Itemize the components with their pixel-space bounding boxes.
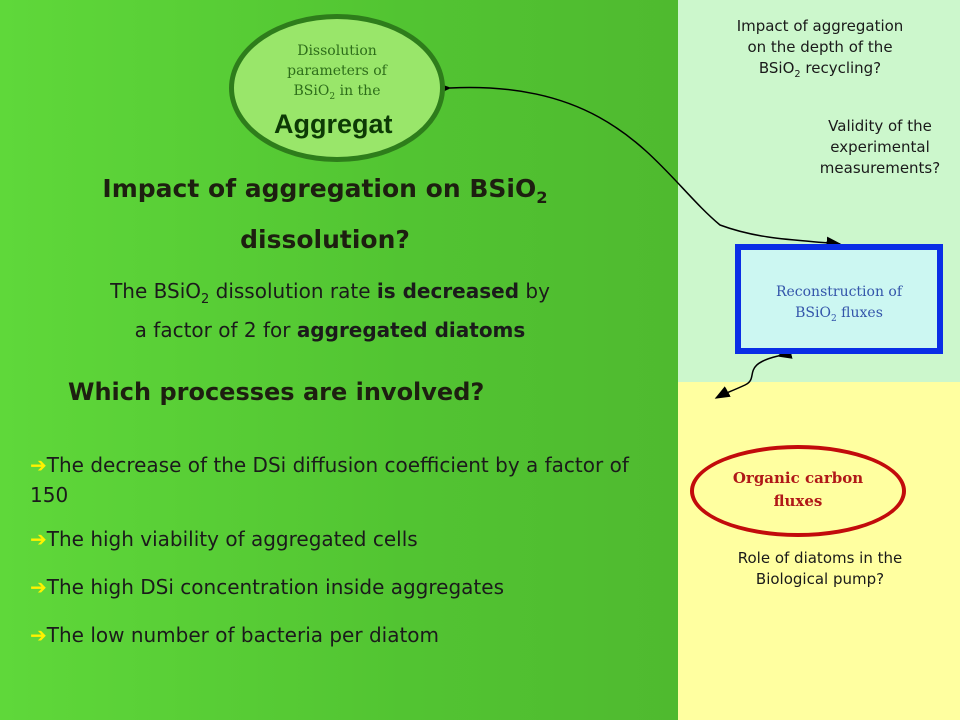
arrow-right-icon: ➔	[30, 575, 47, 599]
ellipse-big-text: Aggregat	[274, 109, 393, 139]
question-validity: Validity of the experimental measurement…	[819, 117, 941, 177]
question-biological-pump: Role of diatoms in the Biological pump?	[737, 549, 903, 588]
question-recycling-depth: Impact of aggregation on the depth of th…	[736, 17, 904, 80]
main-title: Impact of aggregation on BSiO2 dissoluti…	[102, 174, 548, 254]
arrow-bottom-curve	[714, 347, 793, 399]
arrow-right-icon: ➔	[30, 527, 47, 551]
ellipse-big-text-2: e	[274, 141, 290, 162]
right-bottom-panel	[678, 382, 960, 720]
reconstruction-box: Reconstruction of BSiO2 fluxes	[735, 244, 943, 354]
organic-carbon-ellipse: Organic carbon fluxes	[690, 445, 906, 537]
aggregate-ellipse: Dissolution parameters of BSiO2 in the A…	[229, 14, 445, 162]
rate-statement: The BSiO2 dissolution rate is decreased …	[110, 279, 550, 342]
arrow-right-icon: ➔	[30, 623, 47, 647]
list-item: ➔The high DSi concentration inside aggre…	[30, 575, 504, 599]
list-item: ➔The decrease of the DSi diffusion coeff…	[30, 453, 629, 507]
arrow-top-curve	[436, 82, 842, 249]
processes-question: Which processes are involved?	[68, 378, 485, 406]
ellipse-caption: Dissolution parameters of BSiO2 in the	[287, 43, 387, 102]
arrow-right-icon: ➔	[30, 453, 47, 477]
process-list: ➔The decrease of the DSi diffusion coeff…	[30, 450, 670, 650]
list-item: ➔The low number of bacteria per diatom	[30, 623, 440, 647]
list-item: ➔The high viability of aggregated cells	[30, 527, 418, 551]
